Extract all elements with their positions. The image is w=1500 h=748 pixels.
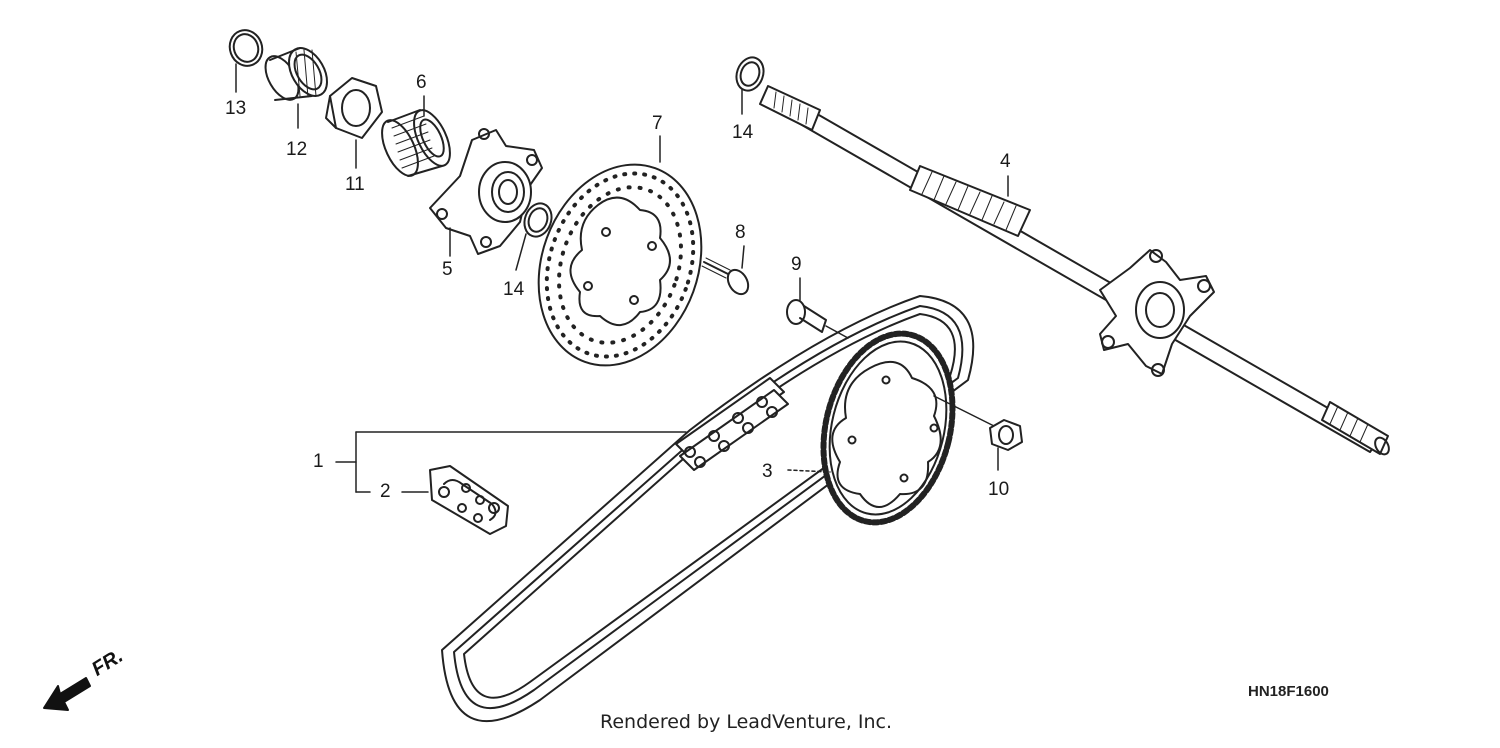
part-1-drive-chain (441, 295, 975, 723)
part-13-circlip (228, 29, 264, 93)
part-14-o-ring-hub (515, 202, 553, 271)
callout-7: 7 (652, 113, 663, 134)
front-direction-arrow-icon (43, 677, 91, 711)
diagram-code: HN18F1600 (1248, 683, 1329, 700)
callout-14-axle: 14 (732, 122, 754, 143)
part-5-hub-carrier (429, 128, 543, 257)
callout-14-hub: 14 (503, 279, 525, 300)
callout-10: 10 (988, 479, 1010, 500)
callout-11: 11 (345, 174, 365, 195)
callout-6: 6 (416, 72, 427, 93)
callout-4: 4 (1000, 151, 1011, 172)
chain-master-link-section (675, 377, 789, 471)
callout-bracket (335, 431, 687, 493)
part-7-brake-disc (537, 135, 703, 367)
part-12-seal (264, 47, 328, 129)
callout-1: 1 (313, 451, 324, 472)
part-10-sprocket-nut (933, 395, 1023, 471)
part-9-bolt (786, 277, 849, 339)
callout-3: 3 (762, 461, 773, 482)
part-4-rear-axle (759, 85, 1390, 456)
part-8-disc-bolt (701, 245, 750, 296)
part-14-o-ring-axle (735, 56, 765, 115)
callout-9: 9 (791, 254, 802, 275)
render-credit: Rendered by LeadVenture, Inc. (600, 711, 893, 733)
callout-2: 2 (380, 481, 391, 502)
callout-12: 12 (286, 139, 308, 160)
callout-13: 13 (225, 98, 247, 119)
part-6-needle-bearing (381, 95, 451, 177)
callout-5: 5 (442, 259, 453, 280)
part-11-lock-nut (325, 77, 383, 169)
part-3-driven-sprocket (787, 330, 956, 526)
callout-8: 8 (735, 222, 746, 243)
part-2-master-link (429, 465, 509, 535)
